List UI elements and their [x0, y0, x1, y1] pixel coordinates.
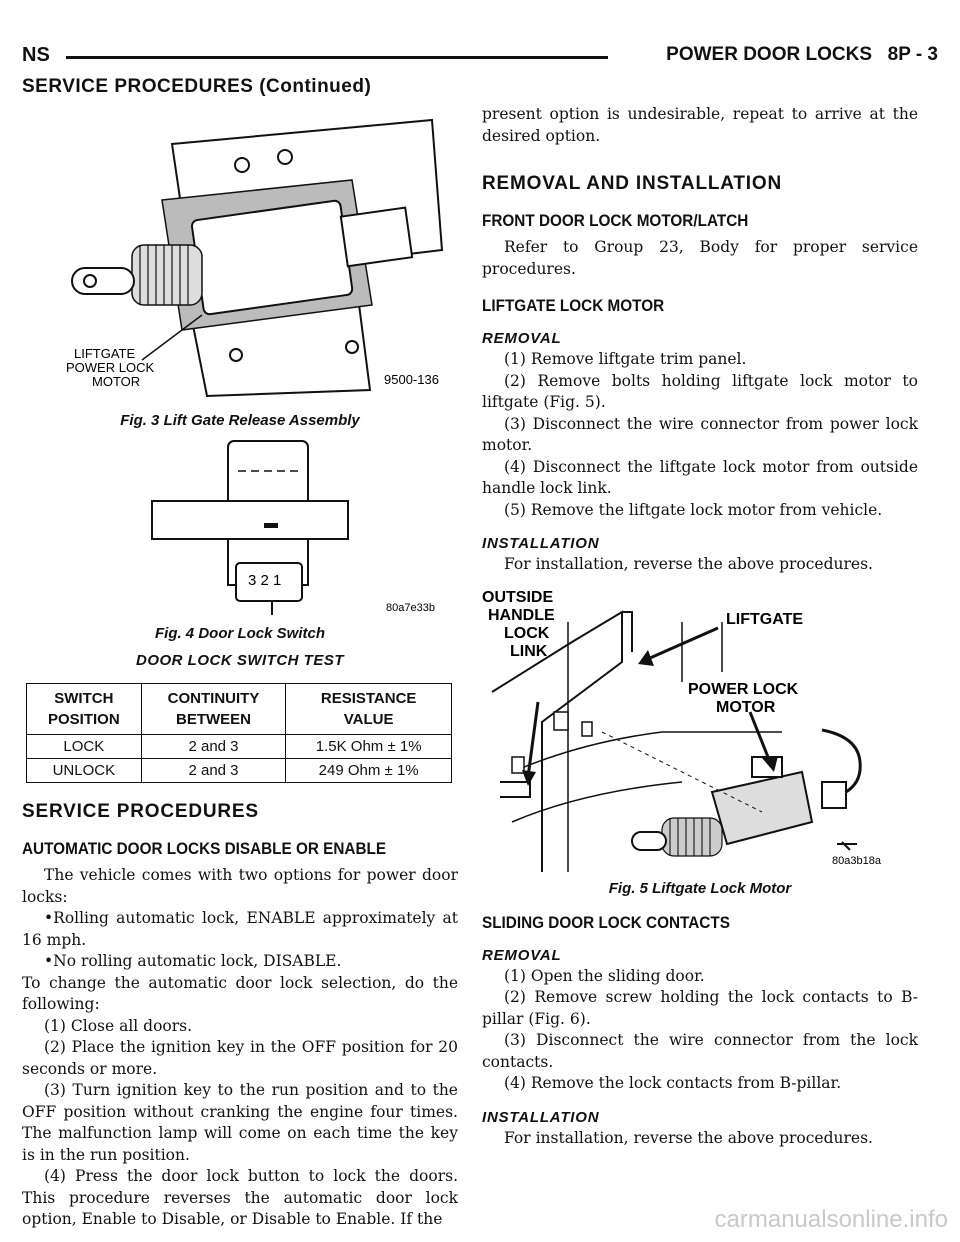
fig3-label: MOTOR	[92, 374, 140, 389]
fig5-caption: Fig. 5 Liftgate Lock Motor	[608, 879, 792, 897]
fig5-label-liftgate: LIFTGATE	[726, 611, 803, 628]
table-cell: 2 and 3	[140, 758, 287, 783]
heading-installation: INSTALLATION	[482, 535, 600, 552]
table-cell: 249 Ohm ± 1%	[285, 758, 452, 783]
fig3-label: POWER LOCK	[66, 360, 154, 375]
fig5-label-outside: OUTSIDE	[482, 589, 553, 606]
paragraph: The vehicle comes with two options for p…	[22, 866, 458, 906]
fig5-label-motor: POWER LOCK	[688, 681, 799, 698]
step: (3) Disconnect the wire connector from t…	[482, 1031, 918, 1071]
fig5-label-motor: MOTOR	[716, 699, 776, 716]
fig3-illustration: LIFTGATE POWER LOCK MOTOR 9500-136	[22, 100, 458, 406]
paragraph: Refer to Group 23, Body for proper servi…	[482, 238, 918, 278]
chapter-title: POWER DOOR LOCKS	[666, 44, 872, 65]
paragraph: To change the automatic door lock select…	[22, 973, 458, 1014]
step: (4) Remove the lock contacts from B-pill…	[504, 1074, 842, 1092]
page-number: 8P - 3	[887, 44, 938, 65]
step: (5) Remove the liftgate lock motor from …	[504, 500, 883, 519]
header-rule	[66, 56, 608, 59]
table-cell: UNLOCK	[26, 758, 142, 783]
step: (4) Disconnect the liftgate lock motor f…	[482, 457, 918, 498]
fig5-label-outside: LOCK	[504, 625, 550, 642]
continued-heading: SERVICE PROCEDURES (Continued)	[22, 76, 372, 97]
bullet-item: •Rolling automatic lock, ENABLE approxim…	[22, 909, 458, 949]
step: (4) Press the door lock button to lock t…	[22, 1167, 458, 1228]
table-cell: 1.5K Ohm ± 1%	[285, 734, 452, 759]
fig5-illustration: OUTSIDE HANDLE LOCK LINK LIFTGATE POWER …	[482, 582, 918, 878]
fig4-illustration: 3 2 1 80a7e33b	[22, 435, 458, 623]
fig5-label-outside: LINK	[510, 643, 548, 660]
section-code: NS	[22, 44, 50, 66]
page-header: NS POWER DOOR LOCKS 8P - 3	[22, 44, 938, 70]
heading-service-procedures: SERVICE PROCEDURES	[22, 801, 259, 822]
watermark: carmanualsonline.info	[714, 1206, 948, 1233]
step: (1) Open the sliding door.	[504, 966, 705, 985]
heading-auto-door-locks: AUTOMATIC DOOR LOCKS DISABLE OR ENABLE	[22, 839, 387, 858]
table-title: DOOR LOCK SWITCH TEST	[136, 652, 344, 669]
heading-liftgate-lock-motor: LIFTGATE LOCK MOTOR	[482, 296, 665, 315]
heading-installation: INSTALLATION	[482, 1108, 600, 1126]
fig3-caption: Fig. 3 Lift Gate Release Assembly	[120, 412, 360, 429]
step: (2) Remove bolts holding liftgate lock m…	[482, 371, 918, 412]
step: (3) Turn ignition key to the run positio…	[22, 1081, 458, 1164]
step: (1) Remove liftgate trim panel.	[504, 350, 747, 368]
fig3-label: LIFTGATE	[74, 346, 135, 361]
left-column: LIFTGATE POWER LOCK MOTOR 9500-136 Fig. …	[22, 100, 458, 1231]
heading-removal: REMOVAL	[482, 946, 562, 964]
paragraph: present option is undesirable, repeat to…	[482, 105, 918, 145]
paragraph: For installation, reverse the above proc…	[504, 1128, 873, 1147]
right-column: present option is undesirable, repeat to…	[482, 104, 918, 1149]
heading-sliding-door-lock: SLIDING DOOR LOCK CONTACTS	[482, 912, 730, 932]
fig4-caption: Fig. 4 Door Lock Switch	[154, 625, 326, 642]
table-cell: 2 and 3	[140, 734, 287, 759]
table-cell: LOCK	[26, 734, 142, 759]
table-row: UNLOCK 2 and 3 249 Ohm ± 1%	[26, 758, 452, 783]
heading-removal: REMOVAL	[482, 330, 562, 347]
heading-front-door-lock: FRONT DOOR LOCK MOTOR/LATCH	[482, 211, 749, 230]
bullet-item: •No rolling automatic lock, DISABLE.	[44, 952, 342, 970]
fig5-label-outside: HANDLE	[488, 607, 555, 624]
paragraph: For installation, reverse the above proc…	[504, 555, 873, 573]
step: (2) Place the ignition key in the OFF po…	[22, 1038, 458, 1078]
fig3-code: 9500-136	[384, 372, 439, 387]
fig4-code: 80a7e33b	[386, 602, 435, 614]
step: (1) Close all doors.	[44, 1016, 193, 1035]
step: (3) Disconnect the wire connector from p…	[482, 414, 918, 455]
step: (2) Remove screw holding the lock contac…	[482, 988, 918, 1028]
heading-removal-installation: REMOVAL AND INSTALLATION	[482, 173, 782, 194]
fig5-code: 80a3b18a	[832, 855, 882, 867]
table-row: LOCK 2 and 3 1.5K Ohm ± 1%	[26, 734, 452, 759]
fig4-pins: 3 2 1	[248, 572, 281, 589]
